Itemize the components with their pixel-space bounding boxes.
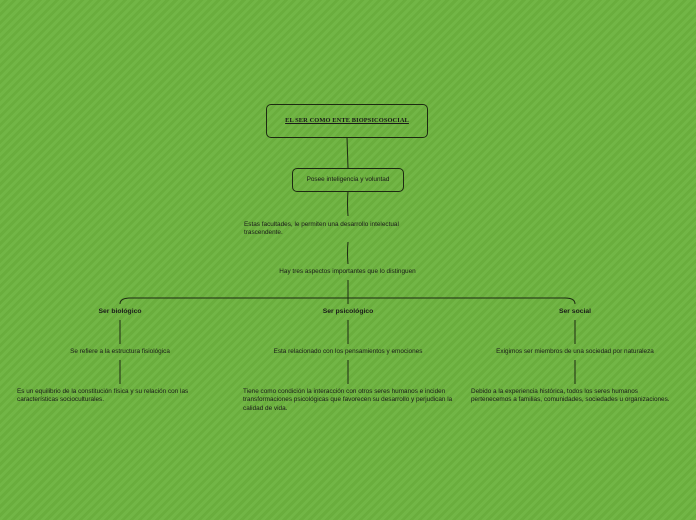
subtitle-text: Posee inteligencia y voluntad [306, 175, 390, 183]
aspect-psicologico-detail-node[interactable]: Tiene como condición la interacción con … [243, 388, 453, 413]
aspect-psicologico-title: Ser psicológico [322, 308, 374, 315]
aspect-biologico-summary-node[interactable]: Se refiere a la estructura fisiológica [45, 348, 195, 356]
aspect-biologico-summary: Se refiere a la estructura fisiológica [70, 348, 170, 355]
connector-faculties-to-intro [347, 241, 349, 265]
aspects-intro-node[interactable]: Hay tres aspectos importantes que lo dis… [250, 268, 445, 276]
aspect-psicologico-node[interactable]: Ser psicológico [298, 308, 398, 316]
connector-title-to-subtitle [346, 136, 349, 169]
aspect-biologico-detail: Es un equilibrio de la constitución físi… [17, 388, 189, 404]
aspect-social-title: Ser social [558, 308, 592, 315]
title-node[interactable]: EL SER COMO ENTE BIOPSICOSOCIAL [266, 104, 428, 138]
aspect-biologico-node[interactable]: Ser biológico [70, 308, 170, 316]
title-text: EL SER COMO ENTE BIOPSICOSOCIAL [285, 116, 409, 124]
aspect-biologico-detail-node[interactable]: Es un equilibrio de la constitución físi… [17, 388, 217, 405]
aspect-social-detail: Debido a la experiencia histórica, todos… [471, 388, 670, 404]
faculties-node[interactable]: Estas facultades, le permiten una desarr… [244, 221, 434, 238]
faculties-text: Estas facultades, le permiten una desarr… [244, 221, 399, 237]
aspect-psicologico-summary: Esta relacionado con los pensamientos y … [273, 348, 423, 355]
aspects-intro-text: Hay tres aspectos importantes que lo dis… [279, 268, 416, 275]
aspect-psicologico-detail: Tiene como condición la interacción con … [243, 388, 453, 412]
aspect-social-summary: Exigimos ser miembros de una sociedad po… [496, 348, 654, 355]
connector-subtitle-to-faculties [347, 190, 349, 217]
aspect-biologico-title: Ser biológico [98, 308, 142, 315]
aspect-social-node[interactable]: Ser social [525, 308, 625, 316]
subtitle-node[interactable]: Posee inteligencia y voluntad [292, 168, 404, 192]
aspect-psicologico-summary-node[interactable]: Esta relacionado con los pensamientos y … [258, 348, 438, 356]
aspect-social-detail-node[interactable]: Debido a la experiencia histórica, todos… [471, 388, 671, 405]
aspect-social-summary-node[interactable]: Exigimos ser miembros de una sociedad po… [480, 348, 670, 356]
connector-branch-horizontal [119, 297, 576, 305]
